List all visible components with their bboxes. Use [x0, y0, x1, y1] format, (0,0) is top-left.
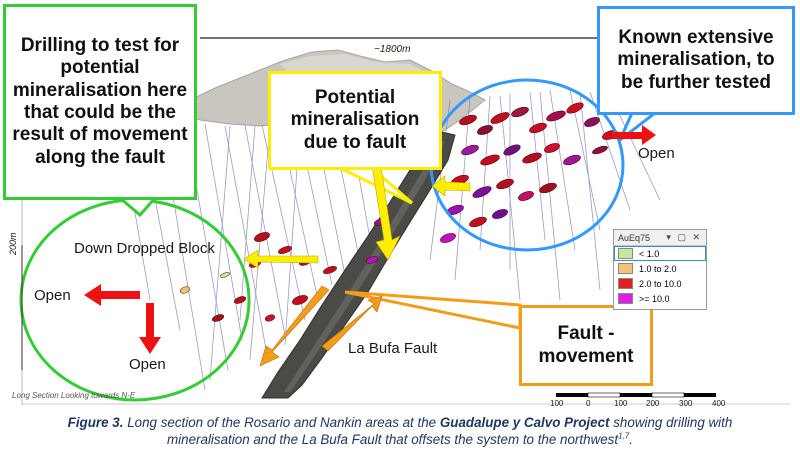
- legend-item-label: 1.0 to 2.0: [639, 263, 677, 274]
- caption-project-name: Guadalupe y Calvo Project: [439, 415, 610, 430]
- down-dropped-block-label: Down Dropped Block: [74, 240, 215, 257]
- fault-movement-text: Fault - movement: [538, 323, 634, 367]
- open-label-west: Open: [34, 287, 71, 304]
- legend-swatch: [618, 278, 633, 289]
- caption-text-1: Long section of the Rosario and Nankin a…: [123, 415, 440, 430]
- figure-caption: Figure 3. Long section of the Rosario an…: [30, 414, 770, 449]
- legend-swatch: [618, 248, 633, 259]
- scale-tick-labels: 100 0 100 200 300 400: [550, 399, 730, 409]
- red-arrows: [84, 125, 656, 354]
- drilling-callout-tail: [115, 196, 159, 218]
- la-bufa-fault-label: La Bufa Fault: [348, 340, 438, 357]
- potential-mineralisation-text: Potential mineralisation due to fault: [290, 86, 420, 153]
- view-direction-label: Long Section Looking towards N-E: [12, 391, 136, 400]
- known-mineralisation-circle: [429, 78, 625, 252]
- legend-item-label: 2.0 to 10.0: [639, 278, 682, 289]
- scale-bar: [556, 392, 716, 398]
- yellow-arrow-down: [371, 165, 401, 261]
- caption-text-2: showing drilling with mineralisation and…: [167, 415, 733, 448]
- scale-tick: 0: [586, 399, 591, 408]
- legend-item[interactable]: 2.0 to 10.0: [614, 276, 706, 291]
- scale-tick: 200: [646, 399, 660, 408]
- yellow-arrows: [243, 165, 471, 269]
- fault-movement-callout: Fault - movement: [519, 305, 653, 386]
- drilling-test-callout: Drilling to test for potential mineralis…: [3, 4, 197, 200]
- scale-tick: 100: [550, 399, 564, 408]
- legend-swatch: [618, 263, 633, 274]
- open-arrow-left: [84, 284, 140, 306]
- caption-references: 1,7: [618, 431, 630, 441]
- drilling-test-text: Drilling to test for potential mineralis…: [12, 34, 188, 168]
- mineralisation-east: [440, 102, 618, 243]
- open-arrow-down: [139, 303, 161, 354]
- scale-tick: 400: [712, 399, 726, 408]
- scale-tick: 300: [679, 399, 693, 408]
- legend-panel[interactable]: AuEq75 ▾ ▢ ✕ < 1.0 1.0 to 2.0 2.0 to 10.…: [613, 229, 707, 310]
- scale-tick: 100: [614, 399, 628, 408]
- legend-item[interactable]: 1.0 to 2.0: [614, 261, 706, 276]
- yellow-arrow-block: [243, 249, 319, 269]
- caption-figure-number: Figure 3.: [67, 415, 124, 430]
- open-label-east: Open: [638, 145, 675, 162]
- fault-callout-tail: [344, 290, 522, 330]
- open-label-south: Open: [129, 356, 166, 373]
- legend-window-controls[interactable]: ▾ ▢ ✕: [666, 232, 702, 242]
- open-arrow-right: [612, 125, 656, 145]
- orange-arrow-down: [259, 285, 330, 367]
- known-mineralisation-text: Known extensive mineralisation, to be fu…: [617, 26, 775, 93]
- legend-item[interactable]: >= 10.0: [614, 291, 706, 306]
- legend-item[interactable]: < 1.0: [614, 246, 706, 261]
- depth-label: 200m: [8, 232, 18, 255]
- caption-end: .: [629, 432, 633, 448]
- legend-item-label: < 1.0: [639, 248, 660, 259]
- legend-header: AuEq75 ▾ ▢ ✕: [614, 230, 706, 246]
- yellow-arrow-left: [431, 175, 471, 197]
- orange-arrows: [259, 285, 383, 367]
- legend-item-label: >= 10.0: [639, 293, 670, 304]
- distance-label: ~1800m: [374, 44, 411, 55]
- fault-highlight: [284, 140, 445, 392]
- known-mineralisation-callout: Known extensive mineralisation, to be fu…: [597, 6, 795, 115]
- legend-swatch: [618, 293, 633, 304]
- legend-title: AuEq75: [618, 232, 651, 243]
- orange-arrow-up: [321, 295, 383, 352]
- potential-mineralisation-callout: Potential mineralisation due to fault: [268, 71, 442, 170]
